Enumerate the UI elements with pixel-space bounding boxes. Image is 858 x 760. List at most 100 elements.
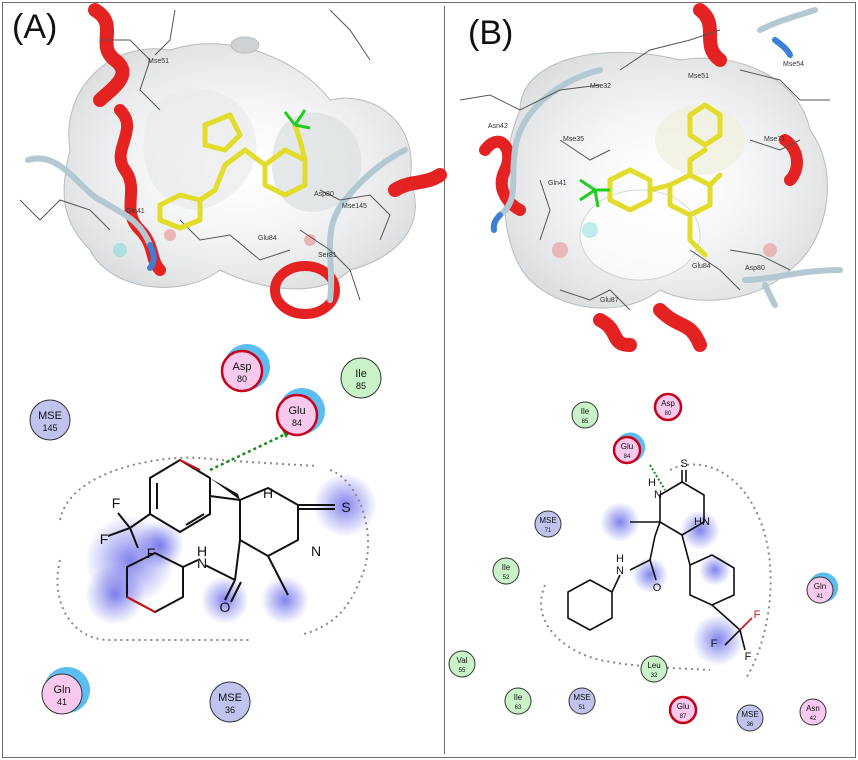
residue-name: Asp [661, 399, 675, 408]
residue-number: 63 [515, 705, 522, 711]
residue-number: 36 [747, 722, 754, 728]
residue-name: Ile [355, 368, 367, 380]
panel-a-2d-diagram: F F F H N H N S O [56, 430, 377, 642]
residue-name: Ile [514, 693, 523, 702]
panel-b-3d-label: Mse32 [590, 83, 611, 90]
panel-b-3d-label: Gln41 [548, 180, 567, 187]
residue-glu-84: Glu84 [275, 388, 325, 437]
residue-name: Asn [806, 704, 820, 713]
residue-mse-51: MSE 51 [568, 687, 596, 715]
residue-circle [668, 695, 698, 725]
residue-name: Ile [502, 563, 511, 572]
residue-gln-41: Gln41 [41, 667, 90, 715]
panel-b-atom-h: H [694, 516, 702, 528]
residue-gln-41: Gln41 [806, 572, 839, 604]
residue-number: 145 [42, 423, 57, 433]
panel-a-3d-label: Glu84 [258, 235, 277, 242]
panel-a-coil-cartoon [25, 147, 408, 303]
panel-b-atom-n: N [616, 565, 624, 577]
panel-a-3d-label: Gln41 [126, 208, 145, 215]
residue-number: 84 [292, 418, 302, 428]
residue-circle [653, 392, 683, 422]
residue-number: 85 [356, 381, 366, 391]
panel-b-residue-bubbles: Ile85Asp80Glu84MSE71Ile52Gln41Val55Leu32… [448, 392, 839, 732]
residue-asn-42: Asn 42 [799, 698, 827, 726]
panel-b-fluorine-sticks [579, 178, 610, 208]
residue-glu-87: Glu 87 [668, 695, 698, 725]
panel-b-atom-h: H [648, 477, 656, 489]
residue-circle [41, 673, 83, 715]
panel-a-atom-f: F [147, 545, 156, 561]
panel-b-3d-label: Asn42 [488, 123, 508, 130]
residue-name: MSE [573, 693, 590, 702]
residue-number: 52 [503, 575, 510, 581]
panel-b-3d-label: Mse35 [563, 136, 584, 143]
panel-a-atom-f: F [112, 495, 121, 511]
residue-asp-80: Asp 80 [653, 392, 683, 422]
residue-circle [220, 349, 264, 393]
panel-b-3d-label: Glu87 [600, 297, 619, 304]
residue-number: 80 [665, 411, 672, 417]
residue-circle [340, 357, 382, 399]
panel-b-atom-n: N [702, 516, 710, 528]
residue-name: MSE [539, 516, 556, 525]
residue-circle [448, 650, 476, 678]
residue-name: Asp [233, 361, 252, 373]
residue-name: Ile [581, 407, 590, 416]
panel-a-3d-label: Ser81 [318, 252, 337, 259]
panel-b-atom-n: N [654, 489, 662, 501]
residue-name: MSE [741, 710, 758, 719]
panel-a-atom-f: F [100, 531, 109, 547]
panel-b-molecular-surface [503, 51, 828, 309]
residue-circle [492, 557, 520, 585]
residue-circle [612, 435, 642, 465]
residue-circle [736, 704, 764, 732]
panel-b-3d-label: Glu84 [692, 263, 711, 270]
residue-circle [640, 655, 668, 683]
panel-a-3d-label: Mse145 [342, 203, 367, 210]
residue-circle [209, 681, 251, 723]
residue-circle [571, 401, 599, 429]
residue-number: 36 [225, 705, 235, 715]
panel-a-atom-h: H [197, 543, 207, 559]
panel-a-3d-label: Asp80 [314, 191, 334, 198]
panel-b-label: (B) [468, 14, 514, 52]
panel-b-side-chains [459, 29, 830, 311]
panel-b-atom-s: S [680, 458, 687, 470]
residue-number: 80 [237, 374, 247, 384]
panel-a-ligand-3d [157, 112, 308, 231]
residue-number: 51 [579, 705, 586, 711]
residue-number: 41 [817, 594, 824, 600]
residue-name: MSE [38, 410, 62, 422]
residue-name: Glu [621, 442, 633, 451]
panel-b-atom-f: F [754, 609, 761, 621]
panel-b-coil-cartoon [490, 7, 843, 308]
residue-glu-84: Glu 84 [612, 432, 646, 465]
residue-circle [799, 698, 827, 726]
residue-name: Glu [677, 702, 689, 711]
residue-number: 42 [810, 716, 817, 722]
residue-number: 84 [624, 454, 631, 460]
panel-b-atom-f: F [711, 638, 718, 650]
residue-circle [806, 576, 834, 604]
residue-asp-80: Asp80 [220, 344, 270, 393]
residue-name: Gln [53, 684, 70, 696]
residue-circle [29, 399, 71, 441]
residue-name: MSE [218, 692, 242, 704]
residue-ile-52: Ile 52 [492, 557, 520, 585]
residue-circle [534, 510, 562, 538]
panel-a-atom-s: S [341, 499, 350, 515]
panel-a-3d-label: Mse51 [148, 58, 169, 65]
panel-b-atom-h: H [616, 553, 624, 565]
residue-mse-36: MSE 36 [736, 704, 764, 732]
residue-number: 87 [680, 714, 687, 720]
residue-name: Val [457, 656, 468, 665]
residue-ile-63: Ile 63 [504, 687, 532, 715]
panel-b-3d-label: Asp80 [745, 265, 765, 272]
